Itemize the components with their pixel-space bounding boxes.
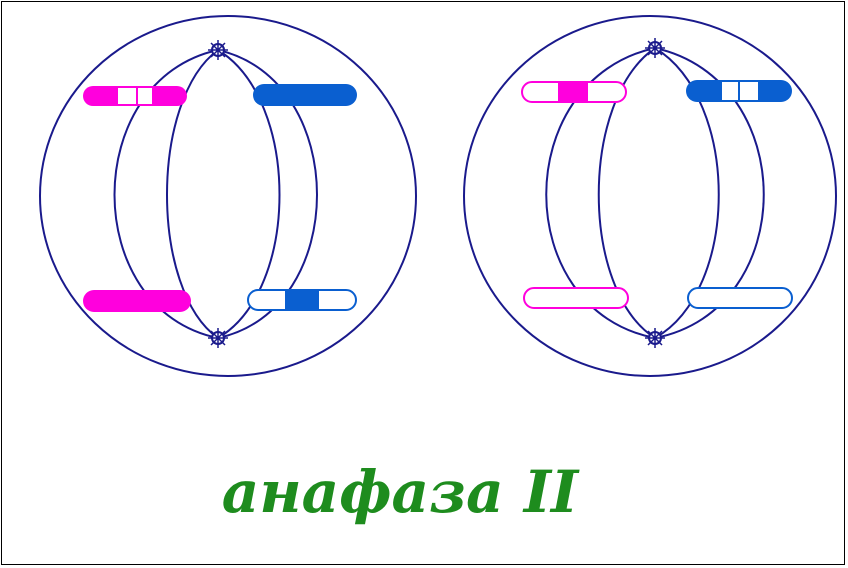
chromosome-magenta-bottom <box>83 290 191 312</box>
cell-membrane <box>39 15 417 377</box>
spindle-fiber <box>113 49 219 339</box>
phase-caption: анафаза II <box>221 458 579 526</box>
spindle-fiber <box>545 47 656 339</box>
spindle-fiber <box>166 49 219 339</box>
chromosome-blue-top <box>686 80 792 102</box>
chromosome-magenta-bottom <box>523 287 629 309</box>
chromosome-blue-top <box>253 84 357 106</box>
spindle-fiber <box>654 47 765 339</box>
chromosome-magenta-top <box>521 81 627 103</box>
aster-rays <box>645 328 665 348</box>
centriole-bottom <box>645 328 665 348</box>
spindle-fiber <box>217 49 318 339</box>
aster-rays <box>208 328 228 348</box>
chromosome-magenta-top <box>83 86 187 106</box>
centriole-bottom <box>208 328 228 348</box>
spindle-fiber <box>597 47 656 339</box>
spindle-fiber <box>217 49 281 339</box>
centriole-top <box>208 40 228 60</box>
chromosome-blue-bottom <box>247 289 357 311</box>
cell-membrane <box>463 15 837 377</box>
centriole-top <box>645 38 665 58</box>
chromosome-blue-bottom <box>687 287 793 309</box>
aster-rays <box>208 40 228 60</box>
spindle-fibers <box>113 49 318 339</box>
cell-left <box>39 15 417 377</box>
aster-rays <box>645 38 665 58</box>
spindle-fibers <box>545 47 765 339</box>
cell-right <box>463 15 837 377</box>
spindle-fiber <box>654 47 720 339</box>
